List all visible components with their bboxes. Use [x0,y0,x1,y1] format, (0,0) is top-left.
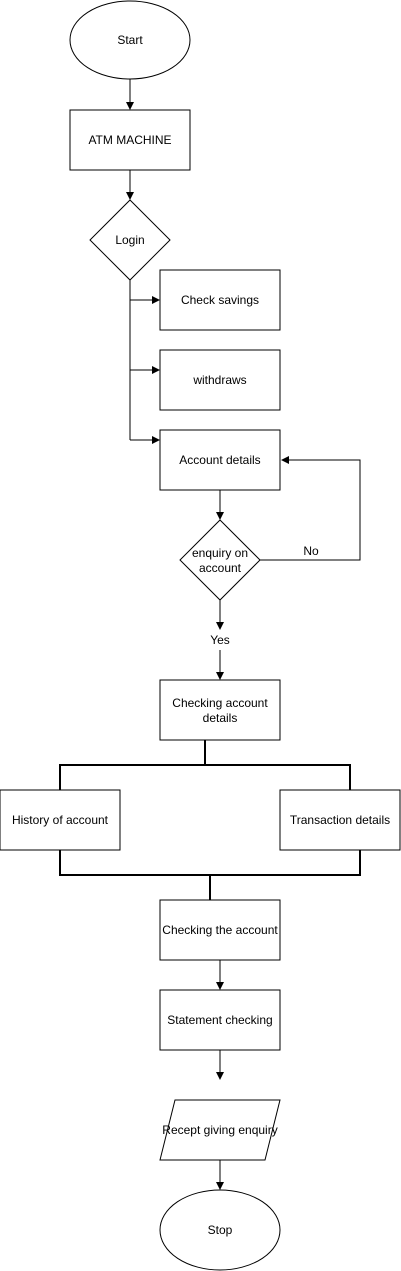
no-label: No [303,544,319,558]
yes-label: Yes [210,633,230,647]
check-savings-label: Check savings [181,293,259,307]
withdraws-label: withdraws [192,373,246,387]
enquiry-label-line2: account [199,561,242,575]
checking-account-details-box [159,679,281,741]
atm-machine-label: ATM MACHINE [88,133,171,147]
atm-machine-box [69,109,191,171]
checking-account-label-line1: Checking account [172,696,268,710]
fork-connector-right [205,764,351,790]
start-label: Start [117,33,143,47]
connector-no-loop [260,456,361,561]
join-connector [59,850,361,876]
account-details-label: Account details [179,453,260,467]
fork-connector [59,740,206,790]
receipt-giving-enquiry-io [159,1099,281,1161]
checking-the-account-box [159,899,281,961]
stop-terminal [159,1189,281,1271]
statement-checking-box [159,989,281,1051]
statement-checking-label: Statement checking [167,1013,272,1027]
transaction-details-label: Transaction details [290,813,390,827]
enquiry-decision [179,519,261,601]
login-label: Login [115,233,144,247]
withdraws-box [159,349,281,411]
checking-the-account-label: Checking the account [162,923,278,937]
checking-account-label-line2: details [203,711,238,725]
receipt-giving-enquiry-label: Recept giving enquiry [162,1123,277,1137]
history-of-account-box [0,789,121,851]
check-savings-box [159,269,281,331]
history-of-account-label: History of account [12,813,109,827]
stop-label: Stop [208,1223,233,1237]
enquiry-label-line1: enquiry on [192,546,248,560]
transaction-details-box [279,789,401,851]
